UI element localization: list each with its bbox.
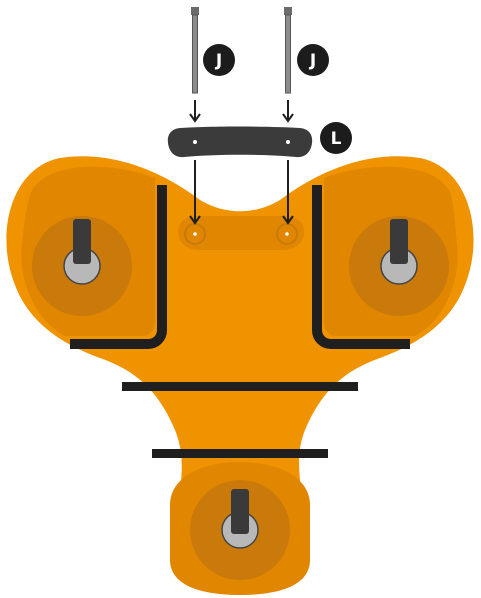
bracket-hole-left bbox=[193, 140, 197, 144]
caster-bottom bbox=[190, 480, 290, 580]
caster-right bbox=[349, 216, 449, 316]
mount-hole-left-dot bbox=[193, 232, 197, 236]
bracket-hole-right bbox=[286, 140, 290, 144]
screw-icon bbox=[191, 7, 199, 15]
arrow-head bbox=[189, 113, 201, 123]
screw-icon bbox=[284, 7, 292, 15]
caster-stem bbox=[390, 219, 408, 264]
mounting-holes bbox=[184, 223, 298, 245]
bracket-recess bbox=[178, 216, 304, 250]
arrows-bracket-to-base bbox=[189, 160, 294, 225]
arrows-screws-to-bracket bbox=[189, 100, 294, 123]
bracket-plate bbox=[167, 126, 313, 158]
right-arm-border bbox=[312, 185, 410, 349]
callout-label: J bbox=[215, 51, 222, 71]
caster-left bbox=[32, 216, 132, 316]
stripe-lower bbox=[152, 449, 328, 458]
screw-right bbox=[284, 7, 292, 94]
arrow-head bbox=[189, 215, 201, 225]
mount-hole-right-dot bbox=[285, 232, 289, 236]
callout-badge bbox=[203, 44, 235, 76]
caster-stem bbox=[73, 219, 91, 264]
callout-badge bbox=[297, 44, 329, 76]
stripe-upper bbox=[122, 382, 358, 391]
screw-shaft bbox=[285, 14, 291, 94]
left-arm-border bbox=[70, 185, 167, 349]
callout-label: L bbox=[331, 129, 342, 149]
screw-left bbox=[191, 7, 199, 94]
callout-badge bbox=[320, 122, 352, 154]
caster-stem bbox=[231, 489, 249, 534]
arrow-head bbox=[282, 215, 294, 225]
callout-screw-right: J bbox=[297, 44, 329, 76]
callout-bracket: L bbox=[320, 122, 352, 154]
callout-label: J bbox=[309, 51, 316, 71]
screw-shaft bbox=[192, 14, 198, 94]
arrow-head bbox=[282, 113, 294, 123]
callout-screw-left: J bbox=[203, 44, 235, 76]
